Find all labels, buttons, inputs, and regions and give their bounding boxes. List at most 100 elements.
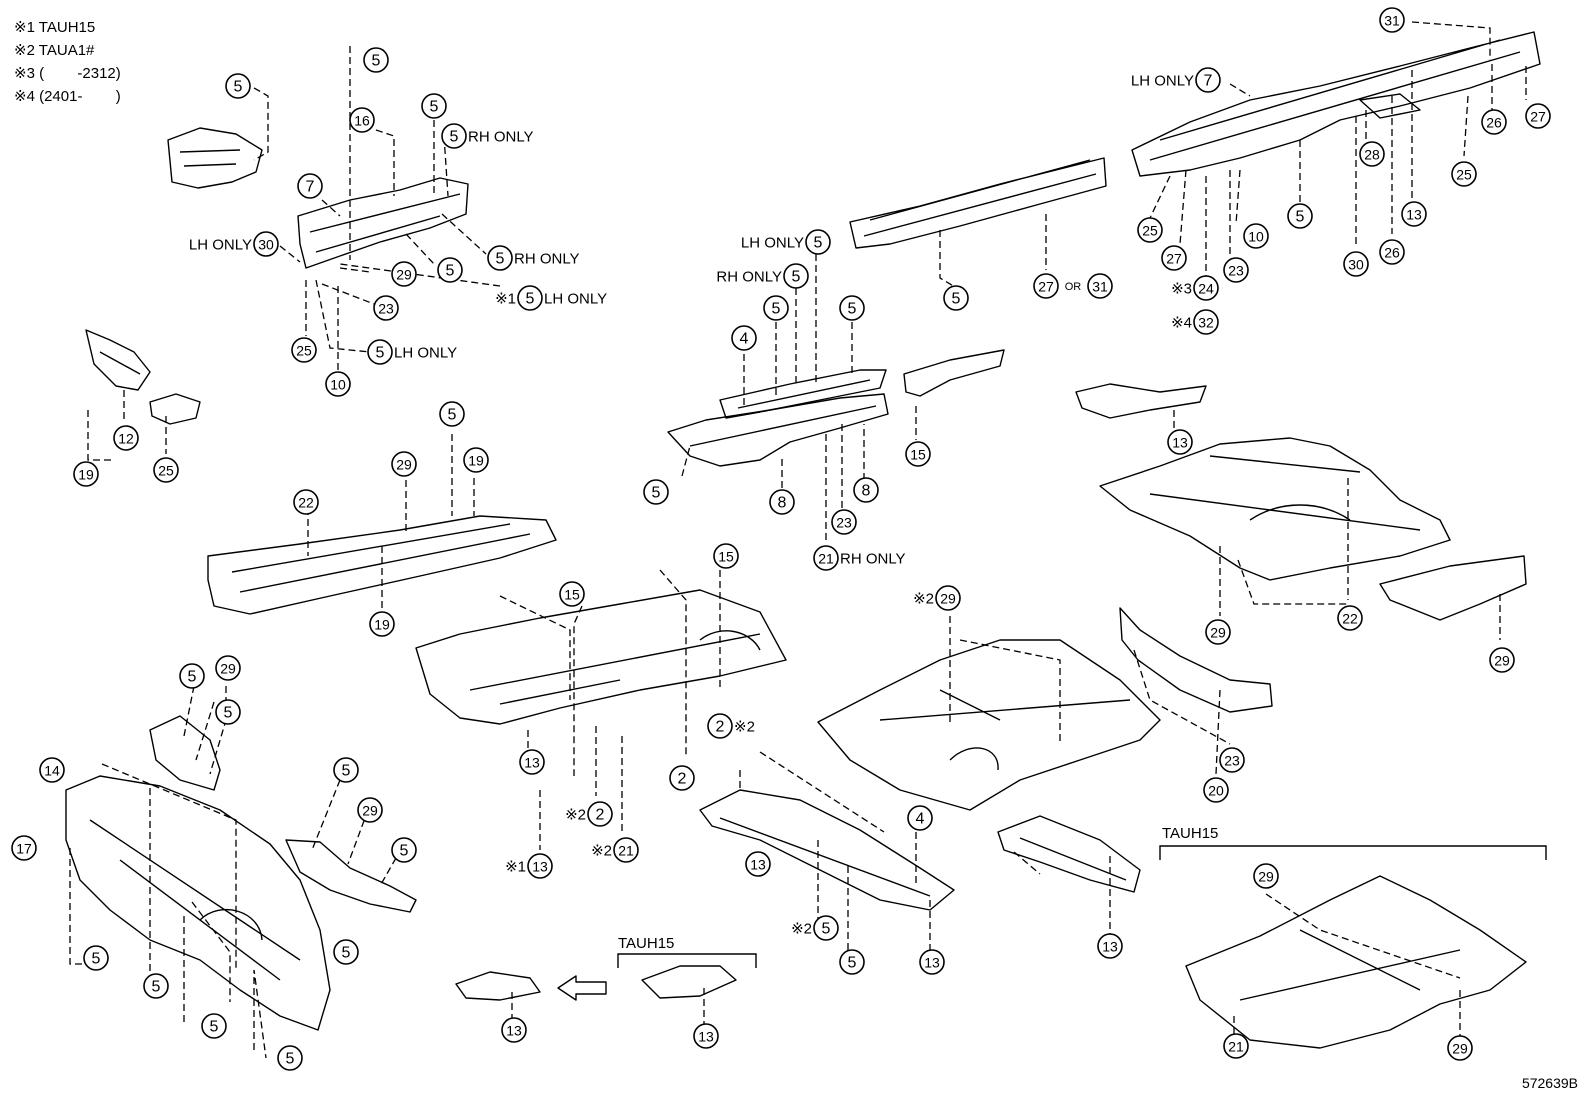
callout-29: 29 [391,261,417,287]
callout-circle [839,949,865,975]
callout-number: 23 [1224,753,1240,769]
callout-29: 29 [357,797,383,823]
callout-25: 25 [1137,217,1163,243]
callout-circle [333,939,359,965]
part-center-cross-member [699,789,955,911]
callout-prefix: ※1 [495,291,516,308]
callout-circle [693,1023,719,1049]
callout-number: 20 [1208,783,1224,799]
leader-line [1133,649,1231,745]
leader-line [1013,851,1041,875]
callout-number: 29 [1210,625,1226,641]
leader-line [87,410,112,461]
callout-number: 16 [354,113,370,129]
callout-circle [707,713,733,739]
callout-number: 13 [532,859,548,875]
diagram-id: 572639B [1521,1075,1578,1091]
callout-8: 8 [769,489,795,515]
callout-circle [527,853,553,879]
callout-circle [291,337,317,363]
callout-number: 8 [862,483,871,500]
callout-suffix: LH ONLY [544,291,607,308]
callout-number: 5 [400,843,409,860]
callout-5: 5 [201,1013,227,1039]
callout-number: 5 [342,945,351,962]
callout-number: 29 [396,267,412,283]
leader-line [939,230,961,291]
callout-circle [1167,429,1193,455]
callout-number: 23 [378,301,394,317]
callout-number: 5 [848,955,857,972]
callout-number: 5 [224,705,233,722]
callout-7: 7 [297,173,323,199]
callout-16: 16 [349,107,375,133]
callout-13: 13 [693,1023,719,1049]
group-bracket-large [1159,845,1547,860]
callout-21: 21※2 [591,837,639,863]
callout-circle [763,295,789,321]
callout-number: 25 [296,343,312,359]
callout-circle [1097,933,1123,959]
leader-line [959,639,1061,742]
callout-5: 5RH ONLY [716,263,809,289]
callout-number: 13 [1406,207,1422,223]
callout-number: 29 [396,457,412,473]
callout-number: 15 [910,447,926,463]
part-front-floor-lh [207,515,557,615]
callout-27: 27 [1033,273,1059,299]
callout-19: 19 [463,447,489,473]
part-rocker-rh-outer [667,393,889,467]
part-cross-member-13 [997,815,1141,893]
callout-22: 22 [1337,605,1363,631]
callout-number: 29 [1258,869,1274,885]
leader-line [1179,169,1187,245]
leader-line [573,605,583,776]
leader-line [321,199,341,217]
part-dash-panel [65,775,331,1031]
callout-number: 13 [524,755,540,771]
callout-circle [669,765,695,791]
callout-circle [369,611,395,637]
part-rear-floor-ext [1379,555,1527,621]
part-rear-floor-pan [1099,437,1451,581]
callout-number: 5 [210,1019,219,1036]
callout-circle [363,47,389,73]
callout-number: 13 [1102,939,1118,955]
callout-prefix: RH ONLY [716,269,782,286]
callout-circle [441,123,467,149]
callout-number: 5 [376,345,385,362]
leader-line [101,763,237,970]
callout-prefix: LH ONLY [1131,73,1194,90]
part-dash-upper-29 [285,839,417,913]
callout-circle [253,231,279,257]
leader-line [321,283,375,305]
callout-circle [1137,217,1163,243]
callout-25: 25 [153,457,179,483]
callout-circle [1193,275,1219,301]
callout-31: 31 [1379,7,1405,33]
callout-circle [113,425,139,451]
group-title: TAUH15 [618,935,674,952]
leader-line [379,857,397,887]
callout-circle [1219,747,1245,773]
callout-number: 29 [940,591,956,607]
callout-number: 5 [450,129,459,146]
callout-number: 32 [1198,315,1214,331]
callout-circle [373,295,399,321]
callout-number: 14 [44,763,60,779]
legend: ※1 TAUH15 ※2 TAUA1# ※3 ( -2312) ※4 (2401… [14,16,121,108]
callout-circle [517,285,543,311]
callout-circle [783,263,809,289]
callout-13: 13 [501,1017,527,1043]
callout-circle [391,837,417,863]
leader-line [1229,83,1251,97]
callout-circle [437,257,463,283]
callout-number: 25 [1142,223,1158,239]
callout-prefix: ※2 [565,807,586,824]
callout-circle [935,585,961,611]
part-bracket-12 [85,329,151,391]
part-center-floor-tunnel [415,589,787,725]
